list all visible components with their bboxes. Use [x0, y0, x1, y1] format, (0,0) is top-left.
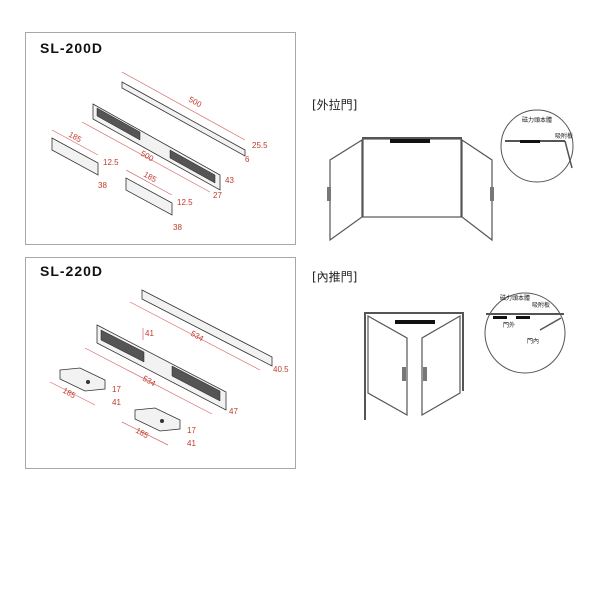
lock-body-label: 磁力頭本體 — [500, 294, 530, 302]
sl-200d-armature-plate-1: 185 12.5 38 — [51, 129, 119, 190]
sl-220d-armature-plate-2: 185 17 41 — [121, 407, 196, 448]
lock-body-label: 磁力頭本體 — [522, 116, 552, 124]
svg-text:185: 185 — [67, 130, 84, 145]
inward-detail-callout: 磁力頭本體 吸附板 門外 門內 — [484, 292, 566, 374]
svg-text:534: 534 — [189, 329, 206, 344]
svg-text:38: 38 — [98, 181, 107, 190]
svg-text:25.5: 25.5 — [252, 141, 268, 150]
outward-door-illustration — [327, 137, 494, 242]
svg-text:500: 500 — [187, 95, 204, 110]
svg-text:12.5: 12.5 — [103, 158, 119, 167]
sl-220d-lock-body: 41 534 47 — [84, 324, 238, 416]
svg-text:43: 43 — [225, 176, 234, 185]
sl-200d-panel — [25, 32, 296, 245]
svg-text:40.5: 40.5 — [273, 365, 289, 374]
sl-220d-mounting-plate: 534 40.5 — [129, 289, 289, 374]
svg-text:185: 185 — [134, 426, 151, 441]
inward-door-illustration — [364, 312, 464, 420]
outward-door-title: [外拉門] — [312, 98, 358, 112]
model-title-sl-220d: SL-220D — [40, 263, 104, 279]
sl-200d-mounting-plate: 500 25.5 6 — [121, 71, 268, 164]
svg-text:12.5: 12.5 — [177, 198, 193, 207]
sl-200d-armature-plate-2: 185 12.5 38 — [125, 169, 193, 232]
inside-label: 門內 — [527, 337, 539, 345]
armature-label: 吸附板 — [555, 132, 573, 140]
svg-text:41: 41 — [187, 439, 196, 448]
outside-label: 門外 — [503, 321, 515, 329]
svg-text:185: 185 — [142, 170, 159, 185]
sl-220d-armature-plate-1: 185 17 41 — [49, 367, 121, 407]
svg-text:534: 534 — [141, 374, 158, 389]
svg-text:41: 41 — [145, 329, 154, 338]
svg-text:17: 17 — [112, 385, 121, 394]
svg-text:185: 185 — [61, 386, 78, 401]
inward-door-title: [內推門] — [312, 270, 358, 284]
outward-detail-callout: 磁力頭本體 吸附板 — [500, 109, 574, 183]
svg-text:6: 6 — [245, 155, 250, 164]
svg-text:47: 47 — [229, 407, 238, 416]
model-title-sl-200d: SL-200D — [40, 40, 104, 56]
armature-label: 吸附板 — [532, 301, 550, 309]
svg-text:27: 27 — [213, 191, 222, 200]
svg-text:41: 41 — [112, 398, 121, 407]
svg-text:38: 38 — [173, 223, 182, 232]
svg-text:17: 17 — [187, 426, 196, 435]
